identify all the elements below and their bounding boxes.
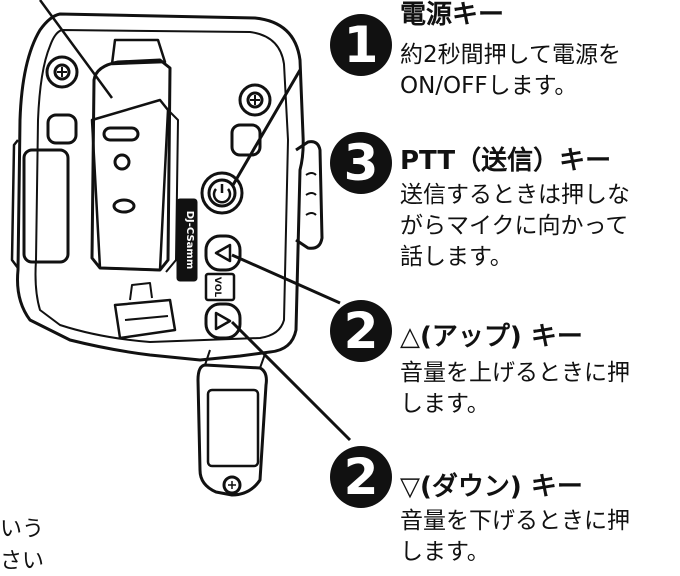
device-body [16,12,305,362]
leader-line-down [230,320,352,442]
callout-title-power: 電源キー [400,0,505,30]
callout-title-up: △(アップ) キー [400,322,583,352]
callout-desc-down: 音量を下げるときに押 します。 [400,508,630,565]
callout-desc-up: 音量を上げるときに押 します。 [400,360,630,417]
cutoff-text-line2: さい [0,549,45,574]
callout-badge-power: 1 [330,14,392,76]
callout-badge-up: 2 [330,300,392,362]
device-antenna [196,363,268,497]
callout-badge-ptt: 3 [330,132,392,194]
device-ptt-key [295,140,324,250]
belt-clip [90,58,172,272]
leader-line-power [231,69,302,186]
callout-badge-down: 2 [330,446,392,508]
device-power-key [200,171,244,215]
callout-desc-ptt: 送信するときは押しな がらマイクに向かって 話します。 [400,182,630,270]
callout-title-down: ▽(ダウン) キー [400,472,583,502]
vol-label: VOL [212,277,222,297]
leader-line-top [38,0,114,99]
leader-line-up [231,253,341,305]
brand-label: DJ-CSamm [184,211,195,270]
callout-title-ptt: PTT（送信）キー [400,146,612,176]
cutoff-text-line1: いう [0,517,45,542]
callout-desc-power: 約2秒間押して電源を ON/OFFします。 [400,42,621,99]
